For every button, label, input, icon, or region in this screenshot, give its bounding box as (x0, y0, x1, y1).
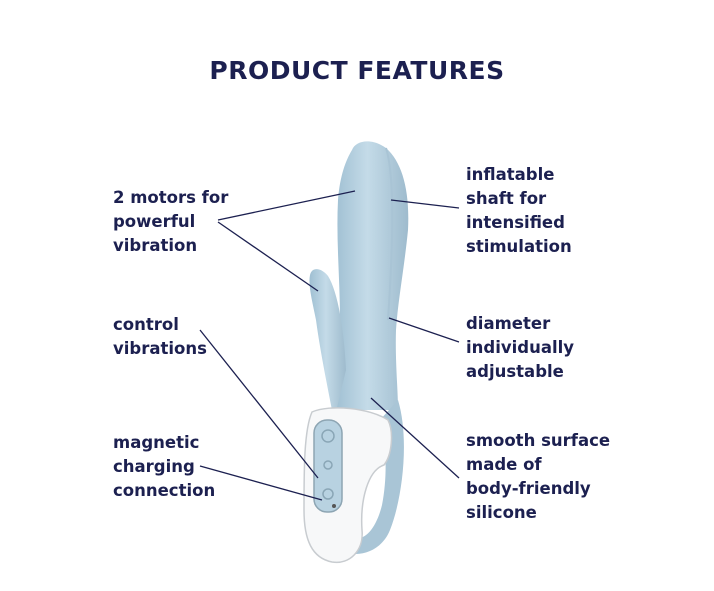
charging-port-icon (332, 504, 336, 508)
feature-diameter: diameter individually adjustable (466, 314, 575, 381)
clitoral-arm (309, 269, 346, 420)
main-shaft (334, 141, 409, 411)
mode-button-icon (323, 460, 333, 470)
feature-motors: 2 motors for powerful vibration (113, 188, 229, 255)
plus-button-icon (321, 429, 335, 443)
feature-silicone: smooth surface made of body-friendly sil… (466, 431, 611, 522)
control-panel (313, 419, 343, 513)
feature-magnetic: magnetic charging connection (113, 433, 216, 500)
feature-control: control vibrations (113, 315, 207, 358)
feature-inflatable: inflatable shaft for intensified stimula… (466, 165, 572, 256)
power-button-icon (322, 488, 334, 500)
leader-lines (199, 190, 460, 501)
page-title: PRODUCT FEATURES (209, 56, 505, 85)
